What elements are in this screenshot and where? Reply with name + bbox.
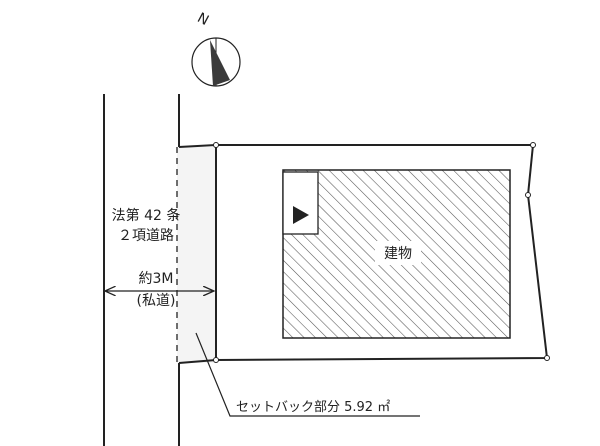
setback-label: セットバック部分 5.92 ㎡ bbox=[236, 400, 390, 415]
compass: N bbox=[191, 10, 241, 87]
building-label-bg bbox=[375, 241, 421, 265]
entrance-box bbox=[282, 171, 319, 235]
setback-area bbox=[177, 147, 216, 363]
building-label: 建物 bbox=[384, 246, 412, 262]
corner-marker bbox=[213, 142, 219, 148]
corner-marker bbox=[530, 142, 536, 148]
lot-bottom-extension bbox=[178, 359, 217, 364]
road-law-line2: ２項道路 bbox=[118, 228, 174, 244]
corner-marker bbox=[213, 357, 219, 363]
road-type-label: (私道) bbox=[137, 293, 176, 309]
compass-north-letter: N bbox=[194, 10, 211, 29]
compass-needle-icon bbox=[210, 40, 230, 86]
road-width-label: 約3M bbox=[139, 271, 174, 287]
setback-leader-line bbox=[195, 332, 420, 417]
lot-top-extension bbox=[178, 144, 217, 148]
boundary-markers bbox=[213, 142, 550, 363]
corner-marker bbox=[525, 192, 531, 198]
lot-boundary bbox=[215, 144, 549, 362]
corner-marker bbox=[544, 355, 550, 361]
entrance-arrow-icon bbox=[293, 206, 309, 224]
road-law-line1: 法第 42 条 bbox=[112, 207, 181, 224]
